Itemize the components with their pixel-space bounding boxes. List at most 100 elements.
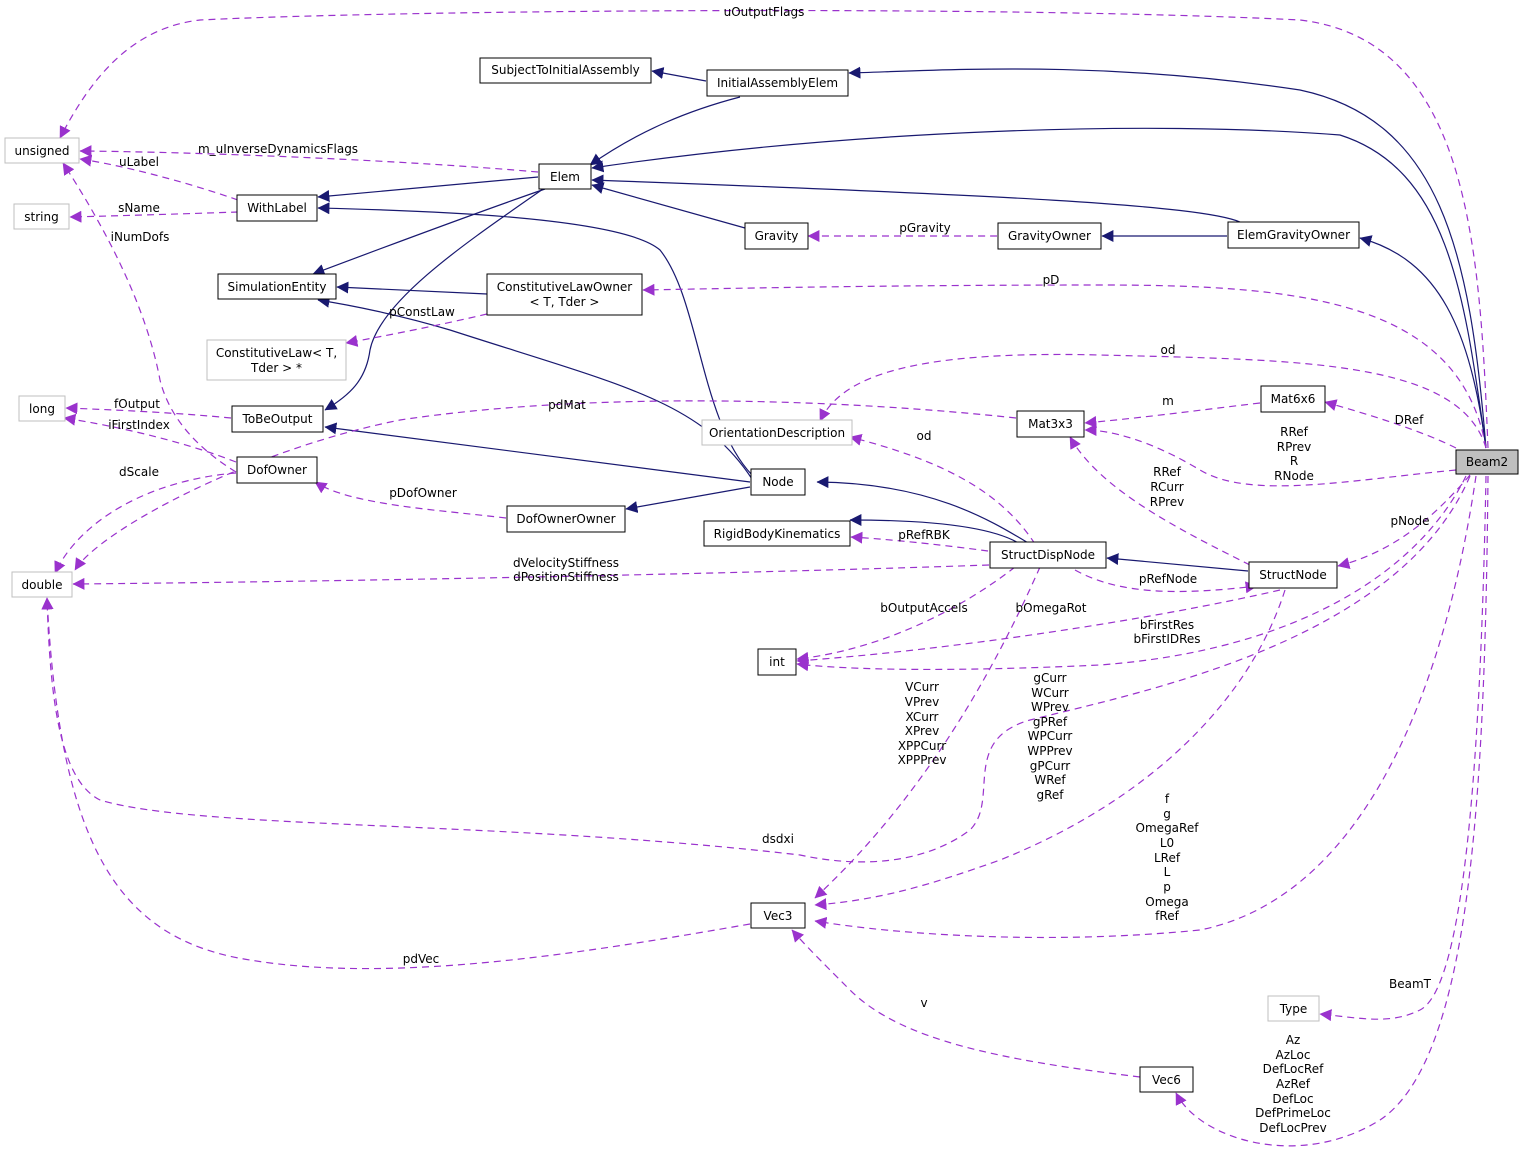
svg-text:DefLocRef: DefLocRef [1263, 1062, 1324, 1076]
node-withlabel[interactable]: WithLabel [236, 194, 318, 222]
label-od-mid: od [917, 429, 932, 443]
node-constitutivelawowner[interactable]: ConstitutiveLawOwner < T, Tder > [486, 273, 643, 316]
node-mat3x3[interactable]: Mat3x3 [1016, 410, 1085, 438]
node-orientationdescription[interactable]: OrientationDescription [701, 419, 853, 446]
svg-text:XCurr: XCurr [906, 710, 939, 724]
node-label: DofOwner [247, 463, 307, 477]
node-constitutivelaw[interactable]: ConstitutiveLaw< T, Tder > * [206, 339, 347, 381]
node-tobeoutput[interactable]: ToBeOutput [231, 405, 324, 433]
edge-elemgravityowner-elem [591, 174, 1241, 223]
node-label-line1: ConstitutiveLaw< T, [216, 346, 337, 360]
node-subjecttoinitialassembly[interactable]: SubjectToInitialAssembly [479, 57, 652, 84]
svg-text:gPCurr: gPCurr [1030, 759, 1071, 773]
svg-text:WPCurr: WPCurr [1028, 729, 1073, 743]
node-vec3[interactable]: Vec3 [750, 902, 806, 929]
edge-g-group [41, 475, 1471, 863]
label-dref: DRef [1395, 413, 1424, 427]
node-rigidbodykinematics[interactable]: RigidBodyKinematics [703, 520, 851, 547]
node-beam2[interactable]: Beam2 [1455, 449, 1519, 475]
node-double[interactable]: double [11, 571, 73, 598]
node-long[interactable]: long [18, 395, 66, 422]
label-pdofowner: pDofOwner [389, 486, 457, 500]
edge-node-simulationentity [317, 295, 753, 480]
edge-beamt [1319, 475, 1487, 1022]
node-label: string [24, 210, 58, 224]
svg-text:VPrev: VPrev [905, 695, 939, 709]
label-beamt: BeamT [1389, 977, 1432, 991]
svg-text:VCurr: VCurr [905, 680, 939, 694]
nodes: Beam2 SubjectToInitialAssembly InitialAs… [4, 57, 1519, 1093]
edge-r-struct [1069, 436, 1251, 566]
node-structdispnode[interactable]: StructDispNode [989, 541, 1107, 569]
label-dscale: dScale [119, 465, 159, 479]
node-label: StructDispNode [1001, 548, 1095, 562]
node-label: Gravity [755, 229, 799, 243]
edge-beam2-elem [591, 127, 1487, 449]
svg-text:dVelocityStiffness: dVelocityStiffness [513, 556, 619, 570]
edge-uoutputflags [59, 9, 1489, 449]
node-label: DofOwnerOwner [516, 512, 615, 526]
node-mat6x6[interactable]: Mat6x6 [1260, 385, 1326, 413]
node-dofownerowner[interactable]: DofOwnerOwner [506, 505, 626, 533]
edge-constitutivelawowner-simulationentity [336, 281, 488, 295]
node-label-line2: < T, Tder > [530, 295, 600, 309]
edge-ifirstindex [63, 413, 237, 463]
node-elemgravityowner[interactable]: ElemGravityOwner [1227, 221, 1360, 249]
edge-dref [1324, 399, 1457, 449]
label-bfirstres: bFirstRes bFirstIDRes [1133, 618, 1200, 646]
svg-text:gCurr: gCurr [1033, 671, 1066, 685]
svg-text:WRef: WRef [1034, 773, 1066, 787]
svg-text:XPPPrev: XPPPrev [898, 753, 947, 767]
label-v: v [920, 996, 927, 1010]
label-g-group: gCurr WCurr WPrev gPRef WPCurr WPPrev gP… [1027, 671, 1072, 802]
label-minversedynamicsflags: m_uInverseDynamicsFlags [198, 142, 358, 156]
node-label: InitialAssemblyElem [717, 76, 838, 90]
edge-dscale [54, 472, 237, 574]
edge-structdispnode-rigidbodykinematics [849, 514, 1021, 545]
node-label-line2: Tder > * [250, 361, 302, 375]
edge-v-group [814, 566, 1041, 899]
node-vec6[interactable]: Vec6 [1139, 1066, 1194, 1093]
edge-inumdofs [62, 162, 237, 473]
svg-text:Omega: Omega [1145, 895, 1189, 909]
node-label: Beam2 [1466, 455, 1508, 469]
svg-text:LRef: LRef [1154, 851, 1181, 865]
node-gravity[interactable]: Gravity [744, 222, 809, 250]
svg-text:DefLoc: DefLoc [1272, 1092, 1313, 1106]
node-unsigned[interactable]: unsigned [4, 137, 80, 164]
node-label: Vec6 [1152, 1073, 1181, 1087]
edge-node-dofownerowner [625, 486, 751, 513]
svg-text:g: g [1163, 807, 1171, 821]
label-uoutputflags: uOutputFlags [724, 5, 805, 19]
edge-structnode-structdispnode [1106, 553, 1249, 572]
edge-structnode-vec3 [814, 589, 1286, 911]
node-dofowner[interactable]: DofOwner [236, 456, 318, 484]
node-simulationentity[interactable]: SimulationEntity [217, 273, 337, 300]
svg-text:RCurr: RCurr [1150, 480, 1183, 494]
node-type[interactable]: Type [1267, 995, 1320, 1022]
label-pdvec: pdVec [403, 952, 440, 966]
node-structnode[interactable]: StructNode [1248, 561, 1338, 589]
node-initialassemblyelem[interactable]: InitialAssemblyElem [706, 69, 849, 97]
svg-text:p: p [1163, 880, 1171, 894]
node-node[interactable]: Node [750, 468, 806, 496]
node-string[interactable]: string [13, 203, 70, 230]
label-sname: sName [118, 201, 160, 215]
node-elem[interactable]: Elem [538, 163, 592, 190]
svg-text:bFirstRes: bFirstRes [1140, 618, 1194, 632]
svg-text:f: f [1165, 792, 1170, 806]
label-pd: pD [1043, 273, 1060, 287]
node-gravityowner[interactable]: GravityOwner [997, 222, 1102, 250]
node-label: double [22, 578, 63, 592]
edge-elem-tobeoutput [324, 188, 544, 411]
label-dsdxi: dsdxi [762, 832, 794, 846]
label-pconstlaw: pConstLaw [389, 305, 455, 319]
svg-text:fRef: fRef [1155, 909, 1179, 923]
node-int[interactable]: int [757, 648, 797, 676]
label-ulabel: uLabel [119, 155, 159, 169]
node-label: SubjectToInitialAssembly [491, 63, 640, 77]
label-foutput: fOutput [114, 397, 160, 411]
edge-pd [642, 283, 1487, 449]
inheritance-edges [312, 66, 1487, 572]
svg-text:L: L [1164, 865, 1171, 879]
